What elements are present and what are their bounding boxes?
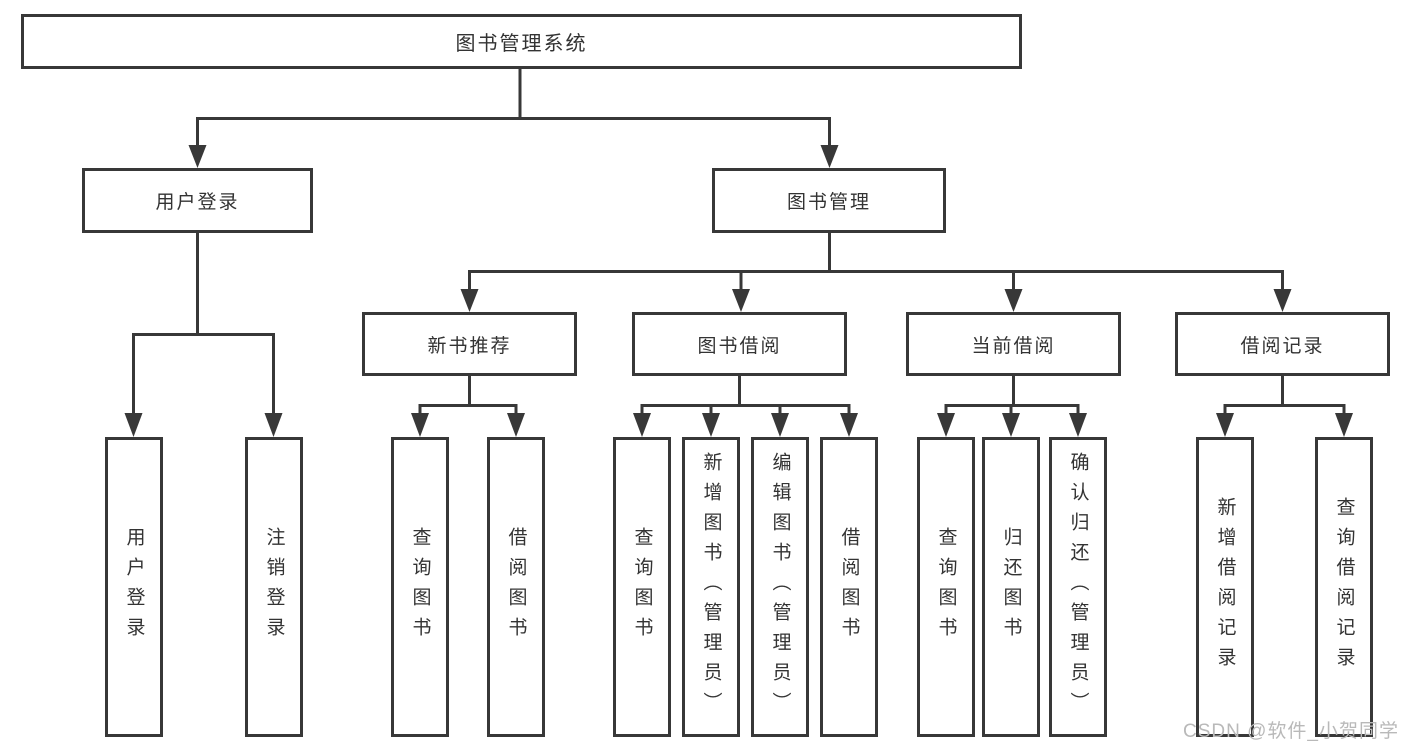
node-label: 图书借阅 [697,335,782,357]
node-label: 借阅记录 [1240,335,1325,357]
leaf-add-borrow-record: 新增借阅记录 [1196,437,1254,737]
node-label: 查询图书 [631,527,653,647]
leaf-confirm-return-admin: 确认归还（管理员） [1049,437,1107,737]
node-user-login: 用户登录 [82,168,313,233]
node-library-management-system: 图书管理系统 [21,14,1022,69]
node-label: 查询借阅记录 [1333,497,1355,677]
node-label: 借阅图书 [838,527,860,647]
node-label: 查询图书 [935,527,957,647]
node-label: 确认归还（管理员） [1067,452,1089,722]
node-label: 图书管理系统 [455,33,588,55]
leaf-user-login: 用户登录 [105,437,163,737]
leaf-return-books: 归还图书 [982,437,1040,737]
arrow-down-icons [124,145,1353,437]
node-current-borrowing: 当前借阅 [906,312,1121,376]
node-label: 借阅图书 [505,527,527,647]
node-label: 当前借阅 [971,335,1056,357]
node-book-borrowing: 图书借阅 [632,312,847,376]
node-borrowing-records: 借阅记录 [1175,312,1390,376]
node-book-management: 图书管理 [712,168,946,233]
node-label: 注销登录 [263,527,285,647]
leaf-logout: 注销登录 [245,437,303,737]
leaf-query-books-current: 查询图书 [917,437,975,737]
node-label: 用户登录 [123,527,145,647]
leaf-add-book-admin: 新增图书（管理员） [682,437,740,737]
leaf-borrow-books-recommend: 借阅图书 [487,437,545,737]
node-label: 图书管理 [786,192,871,213]
node-label: 用户登录 [155,192,240,213]
watermark: CSDN @软件_小贺同学 [1183,721,1399,742]
node-label: 查询图书 [409,527,431,647]
node-new-book-recommendation: 新书推荐 [362,312,577,376]
node-label: 新增图书（管理员） [700,452,722,722]
leaf-query-books-borrow: 查询图书 [613,437,671,737]
leaf-query-borrow-record: 查询借阅记录 [1315,437,1373,737]
node-label: 编辑图书（管理员） [769,452,791,722]
node-label: 新书推荐 [427,335,512,357]
leaf-query-books-recommend: 查询图书 [391,437,449,737]
node-label: 归还图书 [1000,527,1022,647]
leaf-edit-book-admin: 编辑图书（管理员） [751,437,809,737]
leaf-borrow-books: 借阅图书 [820,437,878,737]
node-label: 新增借阅记录 [1214,497,1236,677]
